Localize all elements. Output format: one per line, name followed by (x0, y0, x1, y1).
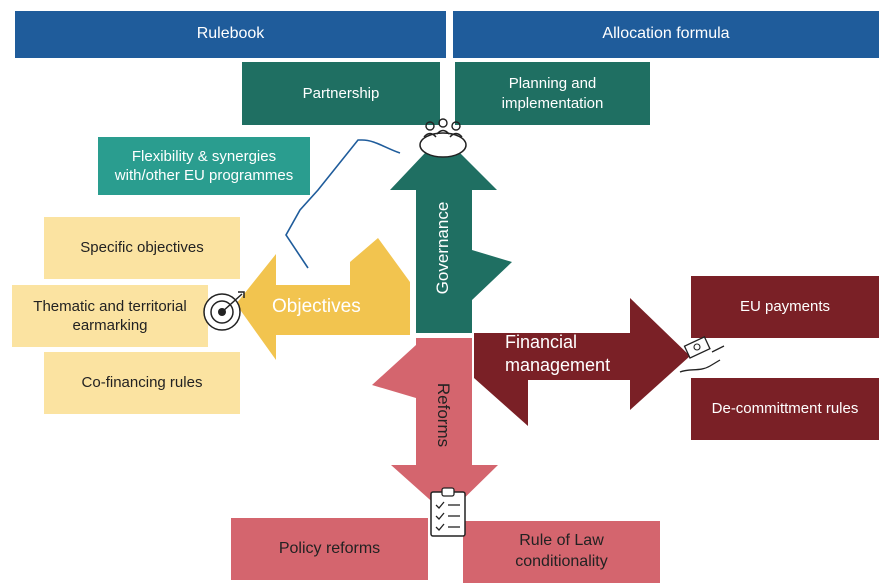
reforms-arrow (372, 338, 498, 515)
financial-label: Financial management (505, 332, 611, 376)
policy-reforms-box: Policy reforms (231, 518, 428, 580)
clipboard-icon (430, 487, 466, 537)
target-icon (203, 291, 245, 331)
cofinancing-box: Co-financing rules (44, 352, 240, 414)
reforms-label: Reforms (434, 382, 453, 448)
meeting-icon (419, 118, 467, 158)
objectives-label: Objectives (272, 296, 361, 317)
flexibility-box: Flexibility & synergies with/other EU pr… (98, 137, 310, 195)
earmarking-box: Thematic and territorial earmarking (12, 285, 208, 347)
financial-arrow (474, 298, 690, 426)
rule-of-law-box: Rule of Law conditionality (463, 521, 660, 583)
allocation-formula-header: Allocation formula (453, 11, 879, 58)
rulebook-header: Rulebook (15, 11, 446, 58)
governance-arrow (390, 135, 512, 333)
objectives-arrow (236, 238, 410, 360)
bracket-connector (285, 139, 401, 269)
money-hand-icon (679, 336, 725, 373)
specific-objectives-box: Specific objectives (44, 217, 240, 279)
partnership-box: Partnership (242, 62, 440, 125)
eu-payments-box: EU payments (691, 276, 879, 338)
decommitment-box: De-committment rules (691, 378, 879, 440)
governance-label: Governance (433, 201, 452, 295)
planning-box: Planning and implementation (455, 62, 650, 125)
